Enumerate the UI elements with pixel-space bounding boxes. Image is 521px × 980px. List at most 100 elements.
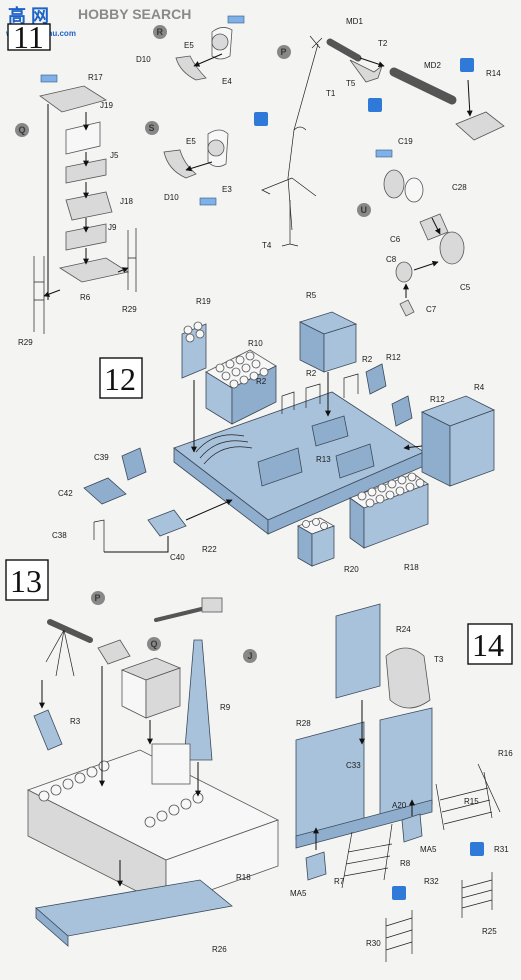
step-12-number: 12 [104, 361, 136, 397]
label-r12b: R12 [430, 395, 445, 404]
label-j19: J19 [100, 101, 113, 110]
watermark-en: HOBBY SEARCH [78, 6, 191, 22]
part-c19 [383, 169, 405, 199]
part-r13b [311, 415, 349, 447]
label-j9: J9 [108, 223, 117, 232]
option-choice-icon [460, 58, 474, 72]
shell-tops-r10 [215, 351, 269, 389]
sub-p13-letter: P [95, 593, 101, 603]
sub-p-letter: P [281, 47, 287, 57]
label-r9: R9 [220, 703, 231, 712]
label-ma5-right: MA5 [420, 845, 437, 854]
label-d10-r: D10 [136, 55, 151, 64]
sub-s-letter: S [149, 123, 155, 133]
label-c39: C39 [94, 453, 109, 462]
label-r3: R3 [70, 717, 81, 726]
part-t5 [309, 35, 323, 49]
sub-j-badge [243, 649, 257, 663]
part-c40 [147, 509, 187, 537]
arrow-r14 [466, 79, 473, 117]
sub-r-letter: R [157, 27, 164, 37]
step-13-box [5, 559, 49, 601]
option-choice-icon-14 [470, 842, 484, 856]
assembly-line-c38 [104, 536, 169, 553]
arrow-c40 [185, 499, 233, 521]
label-c28: C28 [452, 183, 467, 192]
label-t5: T5 [346, 79, 356, 88]
sub-q13-badge [147, 637, 161, 651]
part-c38 [93, 519, 105, 552]
part-r14 [455, 111, 505, 141]
step-13: 13 P R3 Q J R9 [5, 559, 280, 954]
arrow-c6 [431, 217, 441, 235]
part-r13c [335, 443, 375, 479]
label-c7: C7 [426, 305, 437, 314]
step-14-box [467, 623, 513, 665]
vehicle-body-13: R18 [26, 743, 280, 907]
part-r5: R5 [298, 291, 358, 417]
sub-s-badge [145, 121, 159, 135]
part-r2a [281, 391, 295, 414]
part-c42 [83, 477, 127, 505]
part-e3 [207, 139, 225, 157]
part-j18 [65, 191, 113, 221]
sub-j-letter: J [248, 651, 253, 661]
label-c8: C8 [386, 255, 397, 264]
label-r15: R15 [464, 797, 479, 806]
label-md2: MD2 [424, 61, 441, 70]
paint-chip-icon-r [227, 15, 245, 24]
label-c5: C5 [460, 283, 471, 292]
part-md2 [389, 67, 457, 105]
step-12: 12 R10 R19 [52, 291, 496, 574]
watermark-cn: 高 网 [8, 5, 49, 26]
cement-icon [254, 112, 268, 126]
label-e3: E3 [222, 185, 232, 194]
label-e4: E4 [222, 77, 232, 86]
cable-bundle [195, 434, 253, 465]
label-r2a: R2 [256, 377, 267, 386]
label-r19: R19 [196, 297, 211, 306]
label-r7: R7 [334, 877, 345, 886]
part-d10-s [163, 149, 197, 179]
part-c8 [395, 261, 413, 283]
paint-chip-icon-u [375, 149, 393, 158]
subassembly-r: R D10 E5 E4 [136, 15, 245, 86]
arrow-r29-left [43, 289, 61, 297]
label-j5: J5 [110, 151, 119, 160]
label-r32: R32 [424, 877, 439, 886]
part-r15 [435, 771, 493, 831]
part-ma5-left [305, 851, 327, 881]
label-e5-s: E5 [186, 137, 196, 146]
label-t3: T3 [434, 655, 444, 664]
ammo-rack-r20: R20 [297, 517, 359, 574]
label-r20: R20 [344, 565, 359, 574]
part-r30 [385, 910, 413, 962]
part-c5 [439, 231, 465, 265]
part-r29-left [33, 256, 45, 334]
part-r25 [461, 872, 493, 918]
label-a20: A20 [392, 801, 407, 810]
sub-u-badge [357, 203, 371, 217]
label-r14: R14 [486, 69, 501, 78]
arrow-r29-right [117, 267, 129, 273]
barrel-group: MD2 R14 [389, 58, 505, 141]
part-j9 [65, 223, 107, 251]
sub-u-letter: U [361, 205, 368, 215]
label-r30: R30 [366, 939, 381, 948]
subassembly-p: P MD1 T2 T5 T1 T4 [254, 17, 388, 250]
label-d10-s: D10 [164, 193, 179, 202]
step-11-box [7, 23, 51, 51]
cement-icon-p [368, 98, 382, 112]
part-r6 [58, 257, 130, 283]
label-t4: T4 [262, 241, 272, 250]
part-r2c [343, 373, 359, 398]
label-r2b: R2 [306, 369, 317, 378]
mortar-tube-13 [47, 619, 93, 643]
part-t4 [281, 200, 299, 247]
part-r29-right [127, 228, 137, 292]
sub-r-badge [153, 25, 167, 39]
option-choice-icon-14b [392, 886, 406, 900]
arrow-t2 [359, 57, 385, 68]
label-ma5-left: MA5 [290, 889, 307, 898]
